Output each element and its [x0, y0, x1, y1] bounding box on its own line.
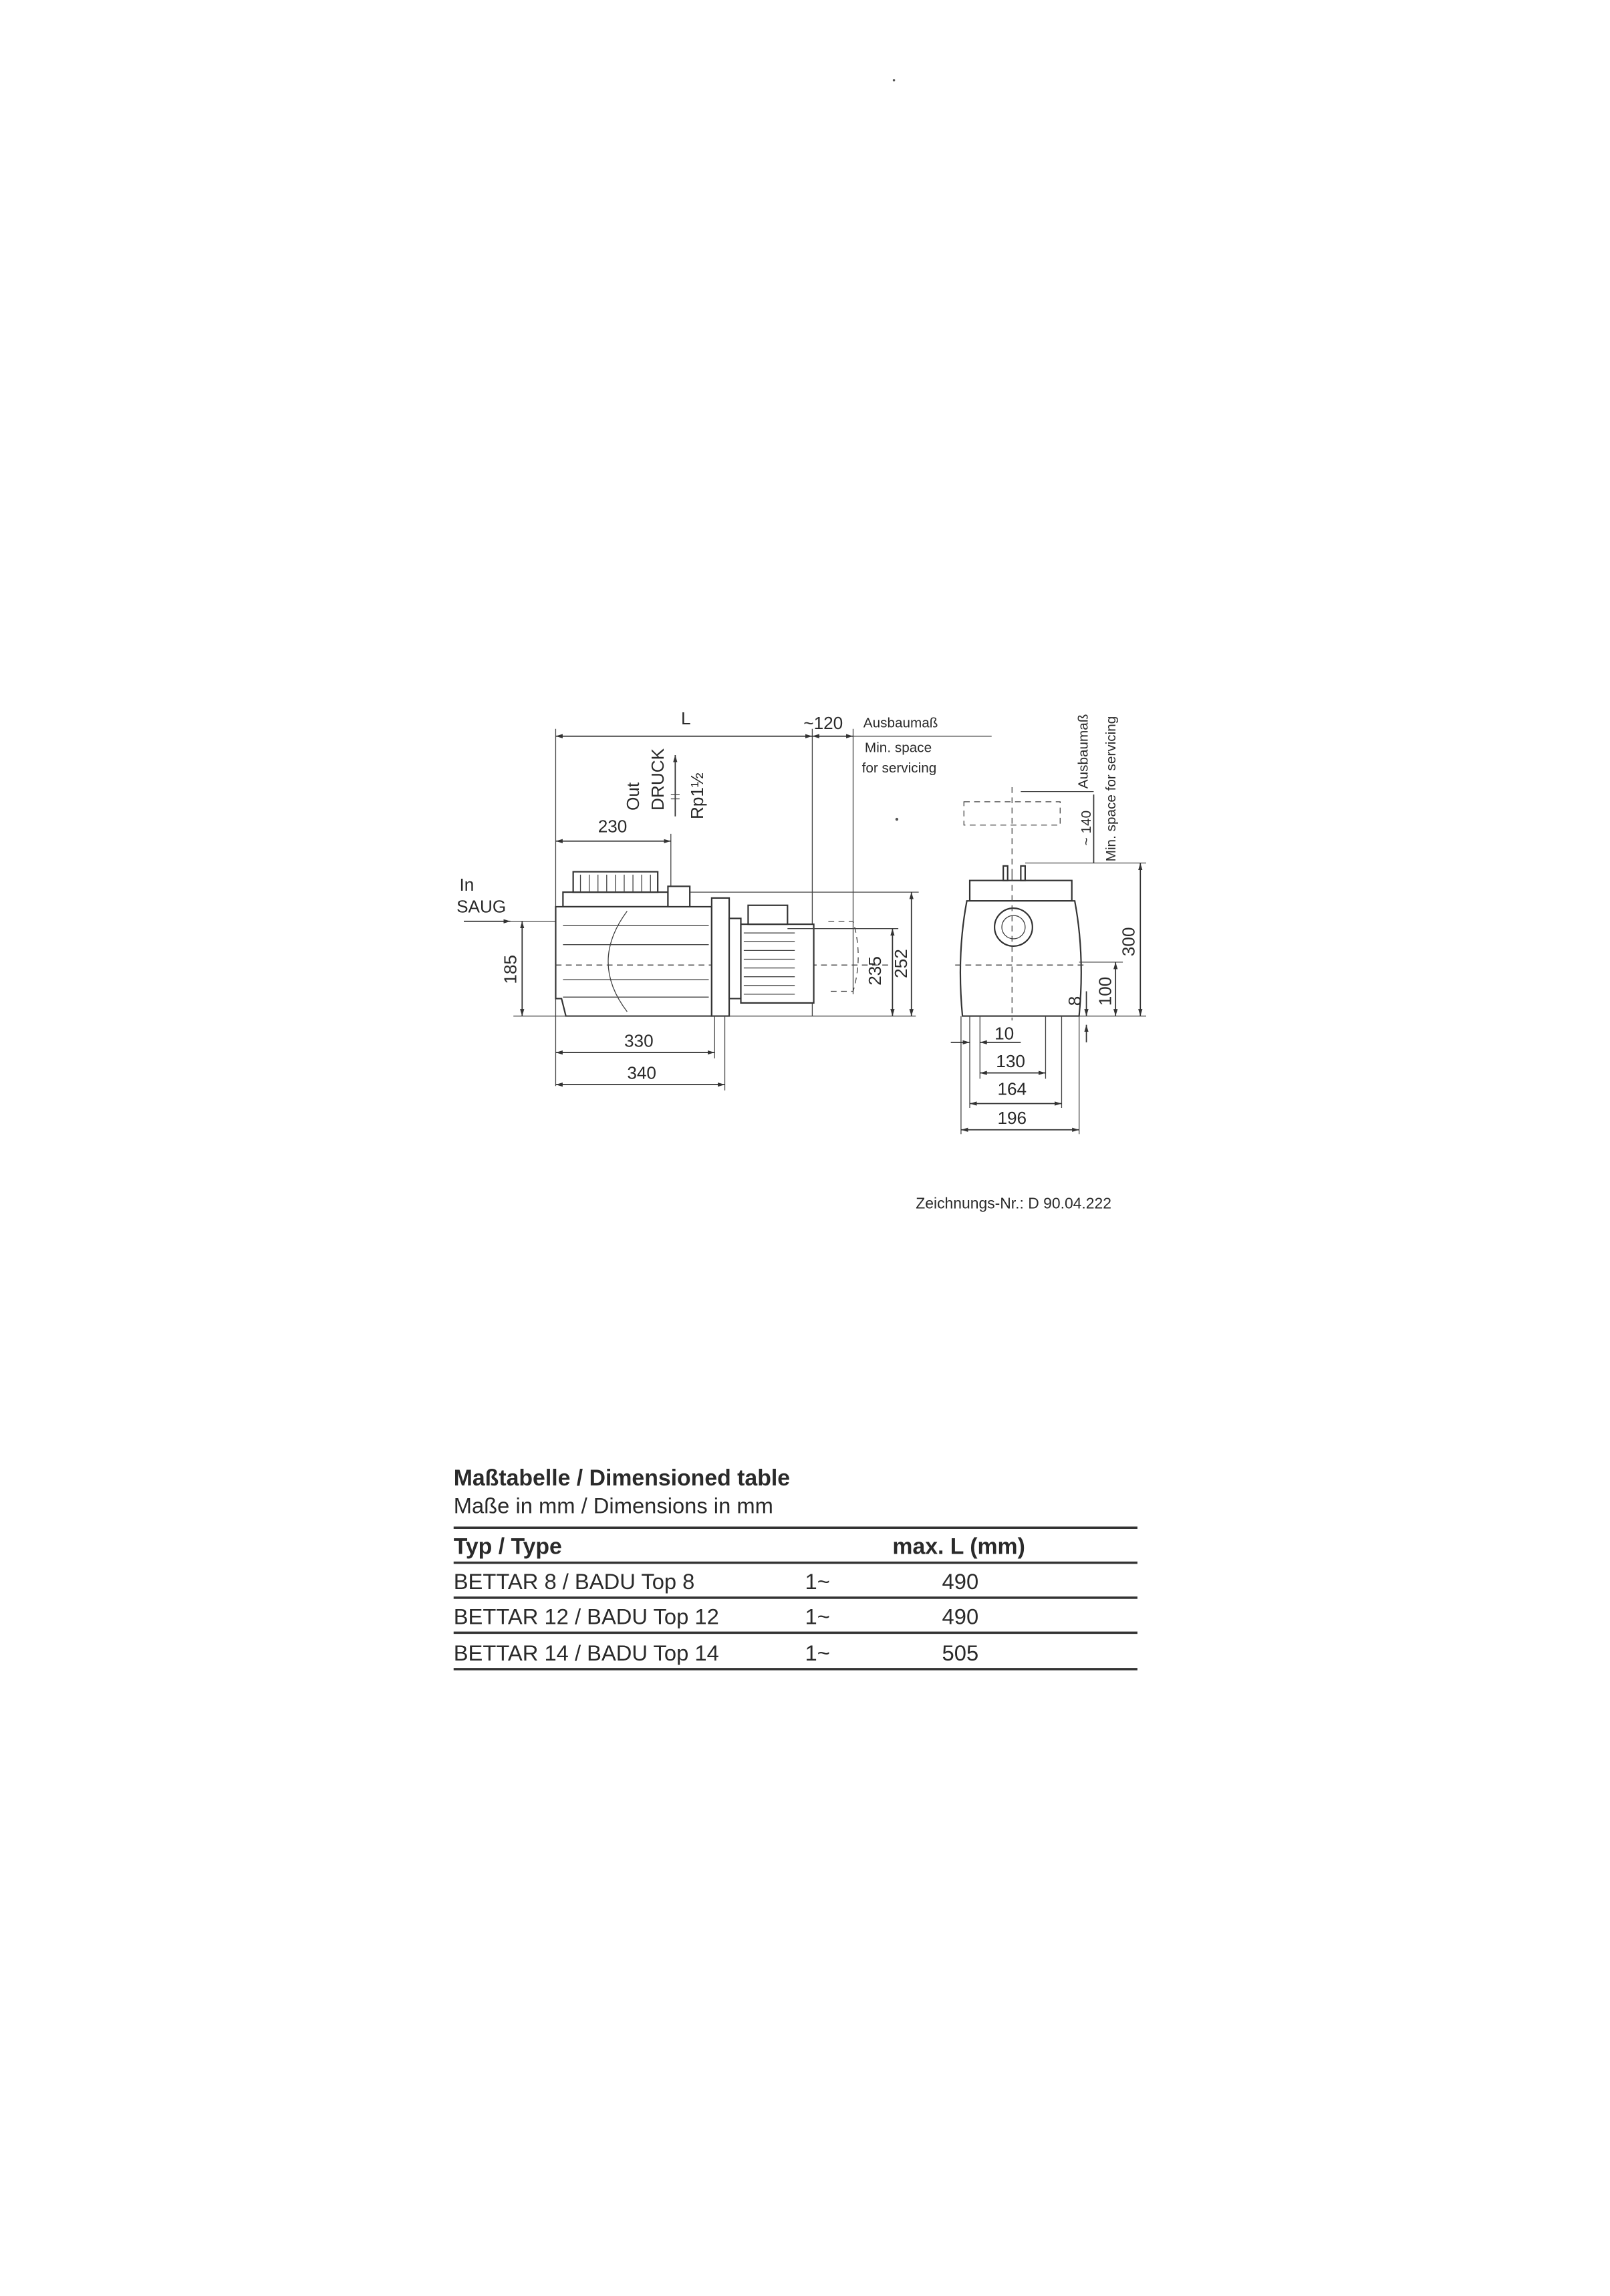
row-phase: 1~	[805, 1604, 830, 1628]
row-max-length: 490	[942, 1569, 979, 1594]
inlet-label-de: SAUG	[456, 897, 506, 917]
drawing-number: Zeichnungs-Nr.: D 90.04.222	[916, 1195, 1111, 1212]
row-max-length: 490	[942, 1604, 979, 1628]
dim-340: 340	[627, 1062, 656, 1083]
dim-8: 8	[1065, 996, 1085, 1006]
table-row: BETTAR 14 / BADU Top 14 1~ 505	[454, 1640, 978, 1665]
dimension-table: Maßtabelle / Dimensioned table Maße in m…	[453, 1465, 1137, 1671]
dim-164: 164	[997, 1079, 1027, 1099]
inlet-label-en: In	[459, 875, 474, 895]
scan-speck	[892, 79, 896, 82]
row-max-length: 505	[942, 1640, 979, 1665]
row-phase: 1~	[805, 1640, 830, 1665]
dim-300: 300	[1119, 927, 1139, 956]
table-subtitle: Maße in mm / Dimensions in mm	[454, 1493, 773, 1518]
service-space-en-1: Min. space	[865, 740, 932, 756]
header-type: Typ / Type	[454, 1534, 562, 1560]
dim-330: 330	[624, 1030, 654, 1050]
row-type: BETTAR 8 / BADU Top 8	[454, 1569, 695, 1594]
row-type: BETTAR 14 / BADU Top 14	[454, 1640, 719, 1665]
dim-252: 252	[891, 949, 911, 978]
dim-196: 196	[997, 1108, 1027, 1128]
dim-100: 100	[1095, 977, 1115, 1006]
row-phase: 1~	[805, 1569, 830, 1594]
header-max-length: max. L (mm)	[892, 1534, 1025, 1560]
dim-185: 185	[501, 955, 521, 984]
front-service-space-value: ~ 140	[1079, 811, 1094, 845]
dim-130: 130	[996, 1051, 1025, 1071]
front-service-space-en: Min. space for servicing	[1103, 716, 1119, 862]
outlet-label-de: DRUCK	[648, 748, 668, 811]
dim-10: 10	[994, 1023, 1014, 1043]
side-view-drawing: L ~120 Ausbaumaß Min. space for servicin…	[456, 708, 992, 1091]
scan-speck	[895, 817, 899, 821]
table-row: BETTAR 8 / BADU Top 8 1~ 490	[454, 1569, 978, 1594]
row-type: BETTAR 12 / BADU Top 12	[454, 1604, 719, 1628]
dim-230: 230	[598, 817, 628, 837]
front-service-space-de: Ausbaumaß	[1076, 714, 1091, 789]
table-title: Maßtabelle / Dimensioned table	[454, 1465, 790, 1491]
dim-L-label: L	[681, 708, 691, 728]
service-space-en-2: for servicing	[862, 760, 937, 776]
front-view-drawing: 300 100 8 ~ 140 Ausbaumaß Min. space for…	[950, 714, 1146, 1135]
table-row: BETTAR 12 / BADU Top 12 1~ 490	[454, 1604, 978, 1628]
service-space-de: Ausbaumaß	[863, 716, 938, 731]
outlet-thread: Rp1½	[687, 772, 707, 819]
outlet-label-en: Out	[623, 782, 643, 811]
dim-235: 235	[865, 956, 885, 986]
service-space-value: ~120	[803, 713, 843, 733]
